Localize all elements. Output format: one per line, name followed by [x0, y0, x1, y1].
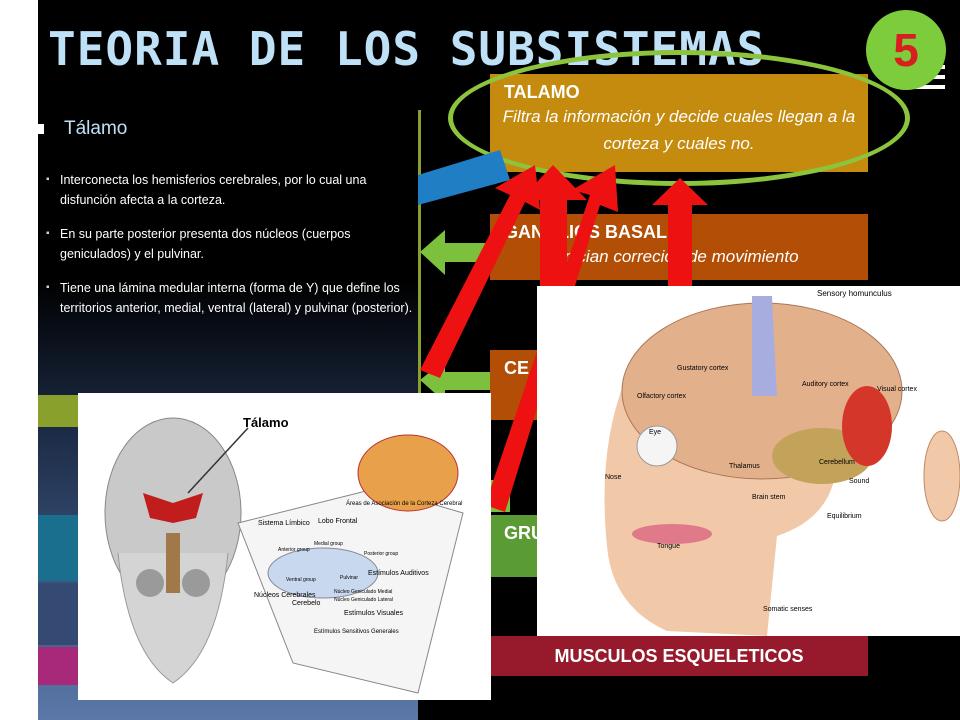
- connector-line: [418, 110, 421, 510]
- label-nose: Nose: [605, 474, 621, 481]
- thalamus-highlight: [143, 493, 203, 523]
- visual-cortex-shape: [842, 386, 892, 466]
- label-cerebelo: Cerebelo: [292, 600, 321, 607]
- label-anterior-group: Anterior group: [278, 547, 310, 553]
- label-eye: Eye: [649, 429, 661, 436]
- sensory-cortex-strip: [752, 296, 777, 396]
- accent-bar-navy: [38, 583, 78, 645]
- info-heading: Tálamo: [64, 118, 128, 139]
- ganglios-description: Inician correcion de movimiento: [559, 247, 799, 266]
- label-talamo: Tálamo: [243, 415, 289, 430]
- musculos-title: MUSCULOS ESQUELETICOS: [554, 646, 804, 666]
- label-equilibrium: Equilibrium: [827, 513, 862, 520]
- label-areas-asociacion: Áreas de Asociación de la Corteza Cerebr…: [346, 500, 462, 507]
- slide-number-badge: 5: [866, 10, 946, 90]
- tongue-shape: [632, 524, 712, 544]
- musculos-esqueleticos-box: MUSCULOS ESQUELETICOS: [490, 636, 868, 676]
- skull-eye-socket: [136, 569, 164, 597]
- label-estimulos-visuales: Estímulos Visuales: [344, 610, 404, 617]
- info-bullet-list: Interconecta los hemisferios cerebrales,…: [38, 170, 414, 332]
- accent-bar-olive: [38, 395, 78, 427]
- info-bullet: Tiene una lámina medular interna (forma …: [46, 278, 414, 318]
- eye-shape: [636, 425, 678, 467]
- label-pulvinar: Pulvinar: [340, 575, 358, 581]
- label-sound: Sound: [849, 478, 869, 485]
- accent-bar-magenta: [38, 647, 78, 685]
- label-medial-group: Medial group: [314, 541, 343, 547]
- label-estimulos-generales: Estímulos Sensitivos Generales: [314, 629, 399, 635]
- label-estimulos-auditivos: Estímulos Auditivos: [368, 570, 429, 577]
- label-lobo-frontal: Lobo Frontal: [318, 518, 358, 525]
- brain-stem-shape: [166, 533, 180, 593]
- label-cerebellum: Cerebellum: [819, 459, 855, 466]
- label-ventral-group: Ventral group: [286, 577, 316, 583]
- label-auditory-cortex: Auditory cortex: [802, 381, 849, 388]
- ear-shape: [923, 430, 960, 522]
- grupos-title: GRU: [504, 523, 544, 543]
- mini-brain: [357, 434, 459, 512]
- heading-bullet: [34, 124, 44, 134]
- label-geniculado-lateral: Núcleo Geniculado Lateral: [334, 597, 393, 603]
- info-bullet: En su parte posterior presenta dos núcle…: [46, 224, 414, 264]
- brain-diagram-svg: Sensory homunculus Gustatory cortex Audi…: [604, 289, 960, 636]
- label-tongue: Tongue: [657, 543, 680, 550]
- label-sensory-homunculus: Sensory homunculus: [817, 289, 892, 298]
- accent-bar-teal: [38, 515, 78, 581]
- skull-thalamus-diagram: Tálamo Sistema Límbico Lobo Frontal Área…: [78, 393, 491, 700]
- label-somatic-senses: Somatic senses: [763, 606, 813, 613]
- pointer-line: [187, 427, 249, 494]
- left-border-strip: [0, 0, 38, 720]
- label-thalamus: Thalamus: [729, 463, 760, 470]
- label-brain-stem: Brain stem: [752, 494, 786, 501]
- skull-diagram-svg: Tálamo Sistema Límbico Lobo Frontal Área…: [104, 415, 464, 694]
- thalamus-nuclei-shape: [267, 547, 379, 599]
- label-geniculado-medial: Núcleo Geniculado Medial: [334, 589, 392, 595]
- label-sistema-limbico: Sistema Límbico: [258, 520, 310, 527]
- info-bullet: Interconecta los hemisferios cerebrales,…: [46, 170, 414, 210]
- skull-eye-socket: [182, 569, 210, 597]
- label-olfactory-cortex: Olfactory cortex: [637, 393, 687, 400]
- label-posterior-group: Posterior group: [364, 551, 398, 557]
- ganglios-basales-box: GANGLIOS BASALES Inician correcion de mo…: [490, 214, 868, 280]
- highlight-ellipse: [448, 50, 910, 186]
- label-gustatory-cortex: Gustatory cortex: [677, 365, 729, 372]
- ganglios-title: GANGLIOS BASALES: [504, 222, 692, 242]
- green-arrow-left: [420, 230, 490, 275]
- green-arrow-stem: [490, 480, 510, 512]
- label-nucleos-cerebrales: Núcleos Cerebrales: [254, 592, 316, 599]
- label-visual-cortex: Visual cortex: [877, 386, 917, 393]
- brain-senses-diagram: Sensory homunculus Gustatory cortex Audi…: [537, 286, 960, 636]
